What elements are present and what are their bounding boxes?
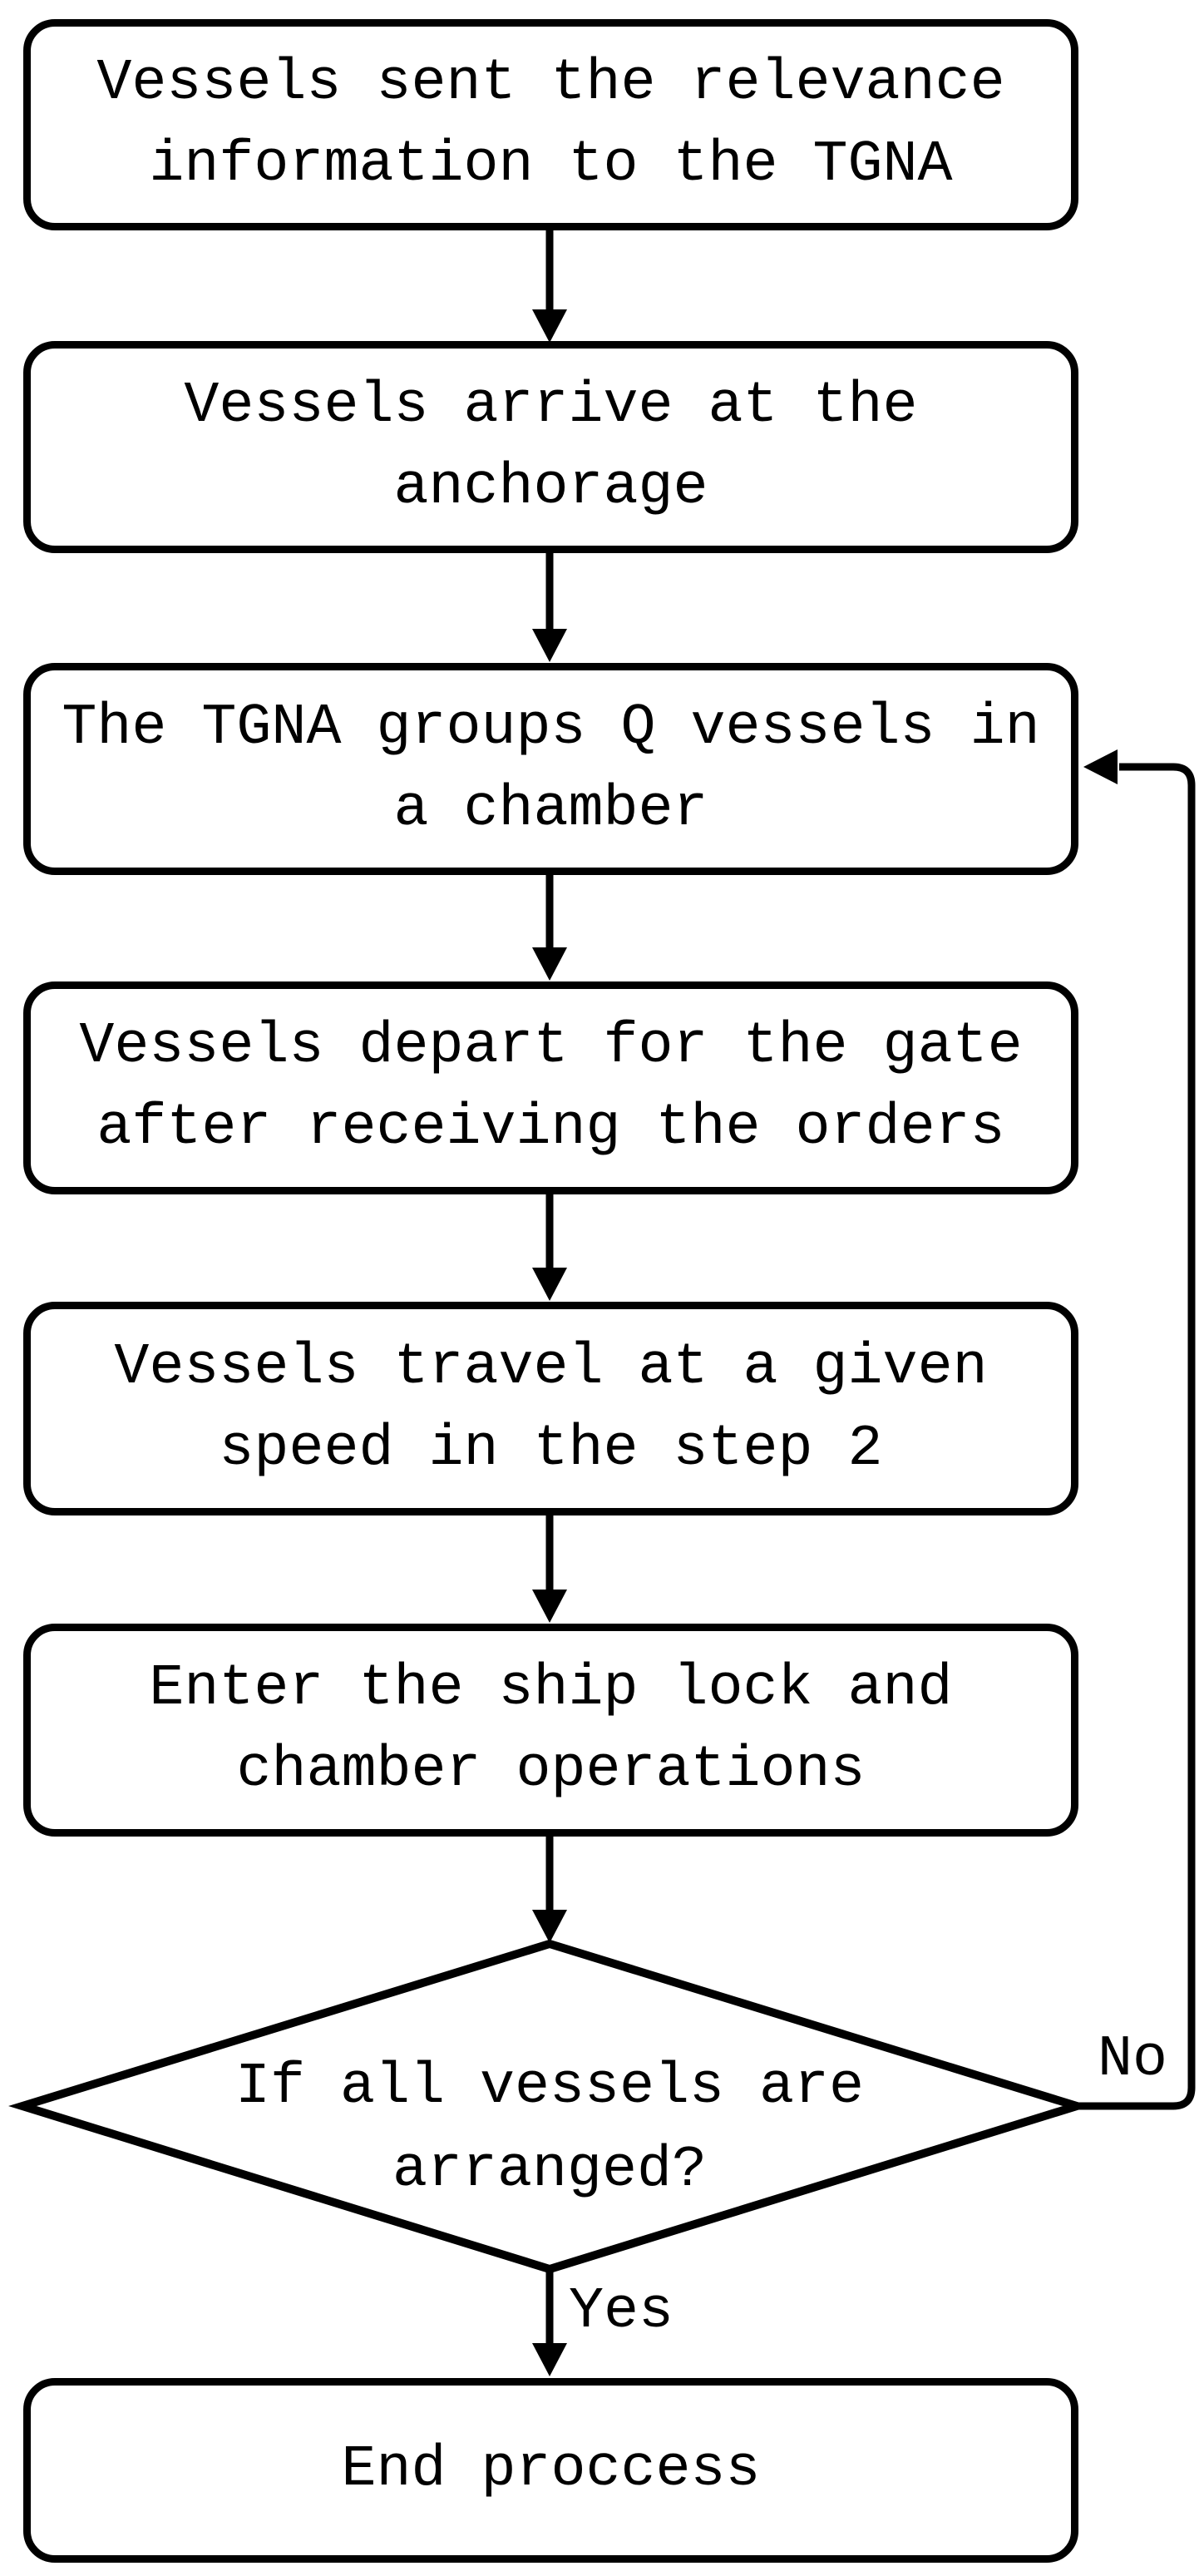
node-text-line: speed in the step 2 [219, 1416, 883, 1482]
arrowhead-no [1083, 749, 1118, 784]
feedback-line-no [1077, 763, 1196, 2110]
arrowhead-5 [532, 1590, 567, 1623]
node-text-line: Vessels sent the relevance [96, 51, 1005, 116]
flow-node-depart-gate: Vessels depart for the gate after receiv… [23, 981, 1078, 1194]
arrowhead-2 [532, 629, 567, 662]
flow-node-enter-lock: Enter the ship lock and chamber operatio… [23, 1624, 1078, 1837]
edge-label-no: No [1097, 2027, 1167, 2093]
flow-node-arrive-anchorage: Vessels arrive at the anchorage [23, 341, 1078, 553]
node-text-line: a chamber [393, 776, 708, 843]
edge-label-yes: Yes [569, 2279, 674, 2345]
arrowhead-3 [532, 947, 567, 981]
flow-node-end-process: End proccess [23, 2378, 1078, 2563]
node-text-line: Vessels arrive at the [184, 373, 918, 439]
node-text-line: arranged? [392, 2138, 708, 2203]
node-text-line: Enter the ship lock and [149, 1656, 953, 1722]
decision-diamond-shape [8, 1939, 1091, 2274]
node-text-line: Vessels travel at a given [114, 1334, 988, 1401]
flow-node-send-info: Vessels sent the relevance information t… [23, 19, 1078, 230]
flow-node-group-vessels: The TGNA groups Q vessels in a chamber [23, 663, 1078, 875]
arrowhead-yes [532, 2343, 567, 2376]
node-text-line: chamber operations [236, 1738, 866, 1803]
arrowhead-4 [532, 1268, 567, 1301]
node-text-line: If all vessels are [234, 2054, 865, 2120]
node-text-line: End proccess [341, 2437, 761, 2503]
arrowhead-1 [532, 309, 567, 343]
flow-node-travel-speed: Vessels travel at a given speed in the s… [23, 1302, 1078, 1515]
node-text-line: The TGNA groups Q vessels in [62, 695, 1040, 761]
node-text-line: information to the TGNA [149, 132, 953, 198]
arrowhead-6 [532, 1910, 567, 1943]
node-text-line: after receiving the orders [96, 1095, 1005, 1161]
node-text-line: anchorage [393, 454, 708, 521]
node-text-line: Vessels depart for the gate [79, 1014, 1023, 1080]
decision-diamond-text: If all vessels are arranged? [23, 2046, 1076, 2213]
